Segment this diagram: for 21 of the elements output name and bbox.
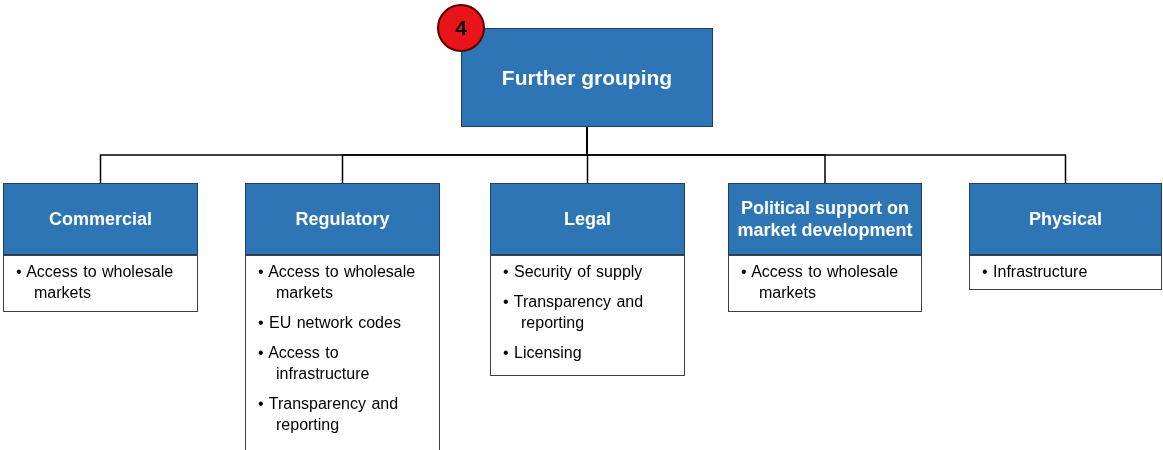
category-header: Political support on market development [728, 183, 922, 255]
bullet-item: • Access to wholesale markets [740, 262, 900, 303]
number-badge: 4 [437, 4, 485, 52]
bullet-list-box [728, 255, 922, 312]
bullet-item: • Licensing [502, 343, 583, 363]
category-header: Legal [490, 183, 685, 255]
bullet-item: • Transparency and reporting [502, 292, 645, 333]
bullet-item: • Access to infrastructure [257, 343, 371, 384]
bullet-list-box [245, 255, 440, 450]
bullet-list-box [490, 255, 685, 376]
bullet-item: • Access to wholesale markets [257, 262, 417, 303]
category-header: Commercial [3, 183, 198, 255]
bullet-item: • Security of supply [502, 262, 644, 282]
category-header: Regulatory [245, 183, 440, 255]
bullet-list-box [3, 255, 198, 312]
bullet-item: • Infrastructure [981, 262, 1089, 282]
bullet-item: • Transparency and reporting [257, 394, 400, 435]
bullet-item: • EU network codes [257, 313, 402, 333]
bullet-list-box [969, 255, 1162, 290]
category-header: Physical [969, 183, 1162, 255]
bullet-item: • Access to wholesale markets [15, 262, 175, 303]
